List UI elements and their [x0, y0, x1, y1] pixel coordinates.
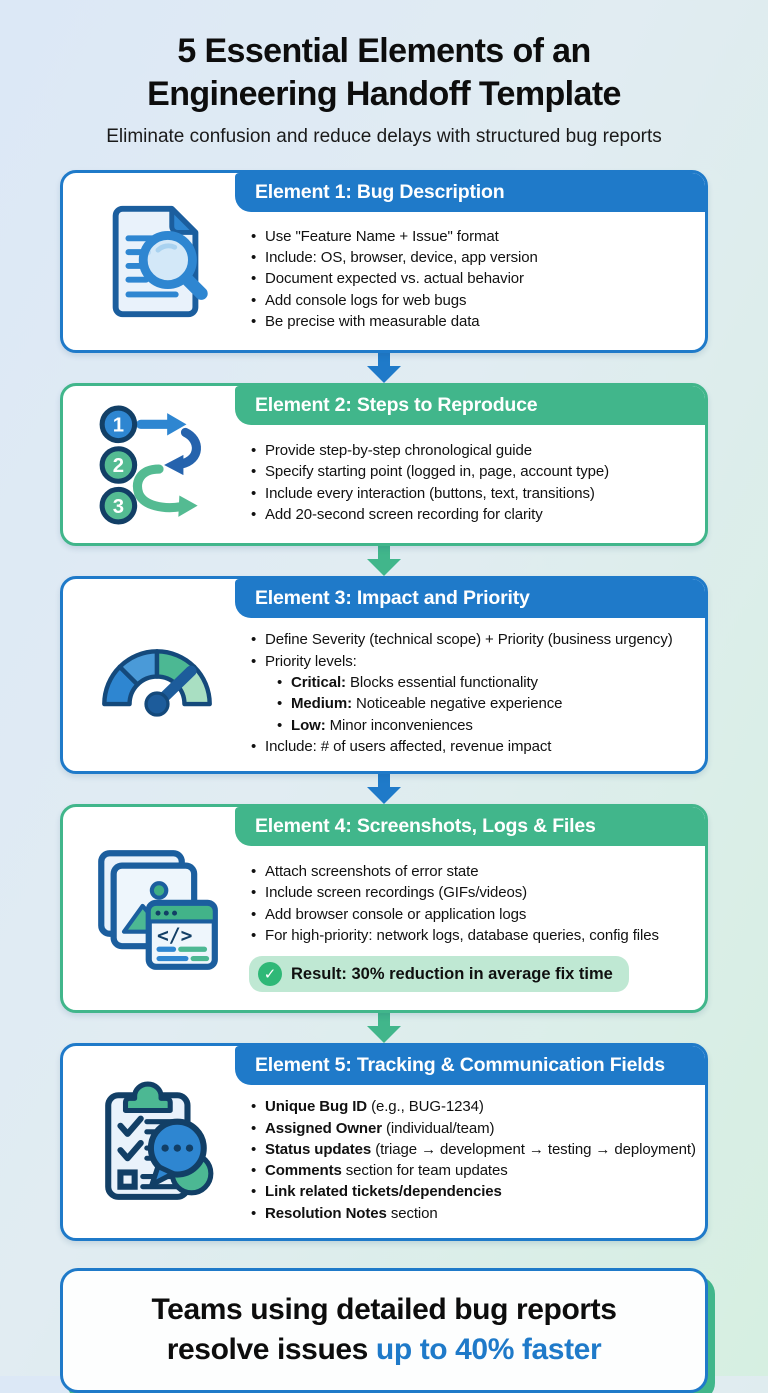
card-title: Element 3: Impact and Priority — [235, 579, 705, 619]
card-body: Attach screenshots of error stateInclude… — [63, 846, 705, 1010]
card-title: Element 1: Bug Description — [235, 172, 705, 212]
footer-highlight: up to 40% faster — [375, 1332, 602, 1366]
bullet-item: Define Severity (technical scope) + Prio… — [249, 629, 697, 651]
page-root: 5 Essential Elements of an Engineering H… — [60, 0, 708, 1393]
screenshots-code-icon: </> — [77, 807, 237, 1010]
bullet-item: Include every interaction (buttons, text… — [249, 483, 697, 505]
bullet-item: Priority levels: — [249, 651, 697, 673]
svg-text:3: 3 — [113, 495, 124, 517]
bullet-item: Use "Feature Name + Issue" format — [249, 226, 697, 248]
bullet-item: Critical: Blocks essential functionality — [275, 672, 697, 694]
bullet-item: Be precise with measurable data — [249, 311, 697, 333]
title-line-2: Engineering Handoff Template — [147, 74, 621, 113]
bullet-item: Assigned Owner (individual/team) — [249, 1118, 697, 1140]
bullet-item: Medium: Noticeable negative experience — [275, 693, 697, 715]
bullet-item: Resolution Notes section — [249, 1203, 697, 1225]
infographic-title: 5 Essential Elements of an Engineering H… — [60, 30, 708, 116]
card-title: Element 5: Tracking & Communication Fiel… — [235, 1046, 705, 1086]
document-magnifier-icon — [77, 173, 237, 350]
svg-text:1: 1 — [113, 414, 124, 436]
footer-banner: Teams using detailed bug reports resolve… — [60, 1268, 708, 1393]
element-card: Element 3: Impact and Priority Define Se… — [60, 576, 708, 775]
bullet-item: Add console logs for web bugs — [249, 290, 697, 312]
card-body: Unique Bug ID (e.g., BUG-1234)Assigned O… — [63, 1085, 705, 1238]
element-card: 1 2 3 Element 2: Steps to Reproduce Prov… — [60, 383, 708, 547]
bullet-list: Unique Bug ID (e.g., BUG-1234)Assigned O… — [249, 1096, 697, 1224]
bullet-item: Unique Bug ID (e.g., BUG-1234) — [249, 1096, 697, 1118]
bullet-item: Low: Minor inconveniences — [275, 715, 697, 737]
result-badge-text: Result: 30% reduction in average fix tim… — [291, 964, 613, 983]
element-card: </> Element 4: Screenshots, Logs & Files… — [60, 804, 708, 1014]
bullet-list: Provide step-by-step chronological guide… — [249, 440, 697, 525]
infographic-subtitle: Eliminate confusion and reduce delays wi… — [106, 125, 662, 147]
numbered-steps-icon: 1 2 3 — [77, 386, 237, 543]
bullet-list: Define Severity (technical scope) + Prio… — [249, 629, 697, 757]
element-card: Element 5: Tracking & Communication Fiel… — [60, 1043, 708, 1242]
bullet-item: Status updates (triage → development → t… — [249, 1139, 697, 1161]
bullet-item: Include: # of users affected, revenue im… — [249, 736, 697, 758]
svg-text:2: 2 — [113, 455, 124, 477]
flow-arrow-icon — [60, 353, 708, 384]
result-badge: ✓ Result: 30% reduction in average fix ti… — [249, 956, 629, 993]
bullet-item: Add 20-second screen recording for clari… — [249, 504, 697, 526]
flow-arrow-icon — [60, 774, 708, 805]
bullet-item: Provide step-by-step chronological guide — [249, 440, 697, 462]
card-title: Element 2: Steps to Reproduce — [235, 386, 705, 426]
card-body: Use "Feature Name + Issue" formatInclude… — [63, 212, 705, 350]
footer-line-1: Teams using detailed bug reports — [151, 1293, 617, 1327]
bullet-item: Link related tickets/dependencies — [249, 1181, 697, 1203]
bullet-item: Specify starting point (logged in, page,… — [249, 461, 697, 483]
bullet-list: Attach screenshots of error stateInclude… — [249, 861, 697, 946]
bullet-item: Add browser console or application logs — [249, 904, 697, 926]
bullet-list: Use "Feature Name + Issue" formatInclude… — [249, 226, 697, 333]
card-title: Element 4: Screenshots, Logs & Files — [235, 807, 705, 847]
bullet-item: Include screen recordings (GIFs/videos) — [249, 882, 697, 904]
element-card: Element 1: Bug Description Use "Feature … — [60, 169, 708, 354]
check-icon: ✓ — [258, 962, 282, 987]
flow-arrow-icon — [60, 546, 708, 577]
bullet-item: Document expected vs. actual behavior — [249, 268, 697, 290]
bullet-item: Comments section for team updates — [249, 1160, 697, 1182]
svg-text:</>: </> — [157, 924, 192, 947]
footer-line-2-prefix: resolve issues — [166, 1332, 376, 1366]
cards-flow: Element 1: Bug Description Use "Feature … — [60, 169, 708, 1242]
bullet-item: For high-priority: network logs, databas… — [249, 925, 697, 947]
bullet-item: Include: OS, browser, device, app versio… — [249, 247, 697, 269]
flow-arrow-icon — [60, 1013, 708, 1044]
title-line-1: 5 Essential Elements of an — [177, 32, 591, 70]
card-body: Define Severity (technical scope) + Prio… — [63, 618, 705, 771]
bullet-item: Attach screenshots of error state — [249, 861, 697, 883]
clipboard-chat-icon — [77, 1046, 237, 1238]
card-body: Provide step-by-step chronological guide… — [63, 425, 705, 543]
gauge-icon — [77, 579, 237, 771]
